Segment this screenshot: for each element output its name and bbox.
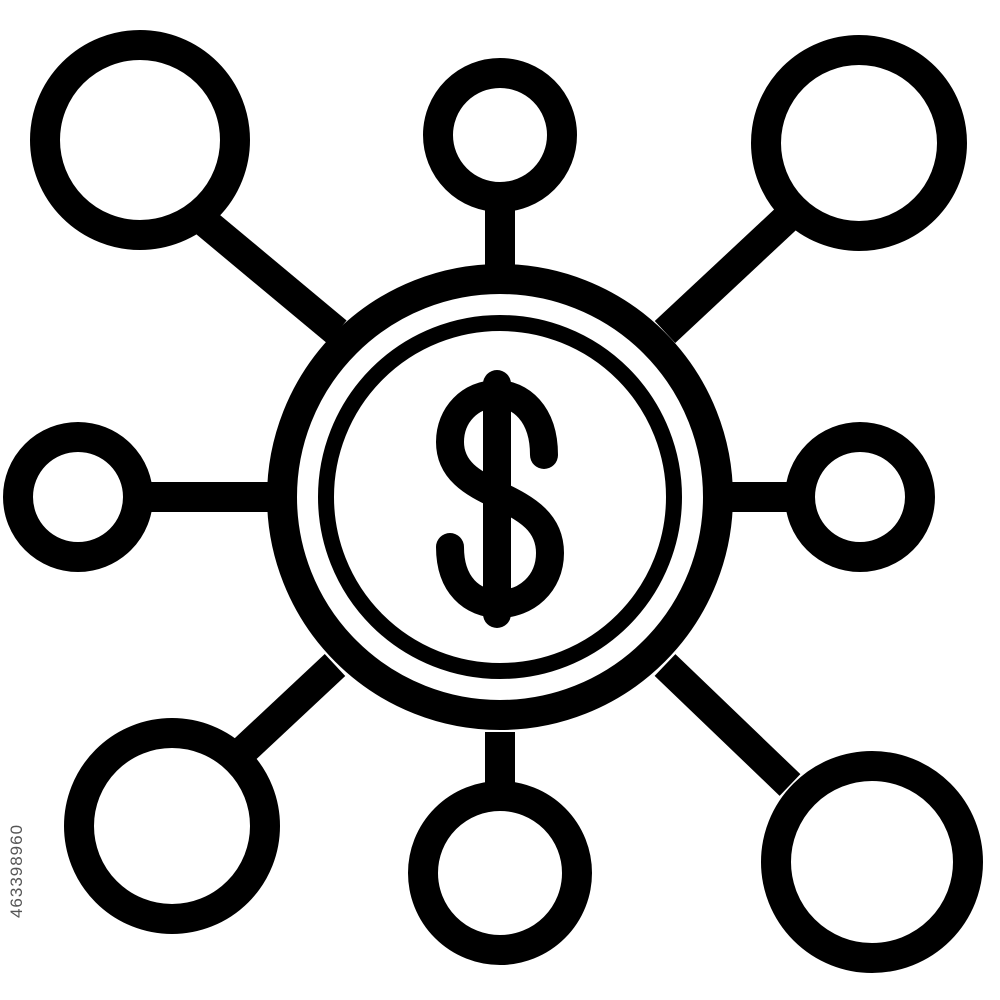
node-top-right [751, 35, 967, 251]
spoke-top-right [654, 207, 798, 343]
spoke-top-left [195, 210, 347, 344]
node-bottom-right [761, 751, 983, 973]
node-top [423, 58, 577, 212]
node-bottom-left [64, 718, 280, 934]
node-left [3, 422, 153, 572]
stock-id-label: 463398960 [4, 756, 30, 986]
coin-inner-ring [318, 315, 682, 679]
dollar-sign-icon [436, 370, 564, 628]
node-right [785, 422, 935, 572]
node-bottom [408, 781, 592, 965]
stock-id-text: 463398960 [7, 823, 26, 919]
coin-outer-ring [267, 264, 733, 730]
spoke-bottom-right [654, 654, 801, 796]
node-top-left [30, 30, 250, 250]
spoke-bottom-left [231, 654, 346, 763]
